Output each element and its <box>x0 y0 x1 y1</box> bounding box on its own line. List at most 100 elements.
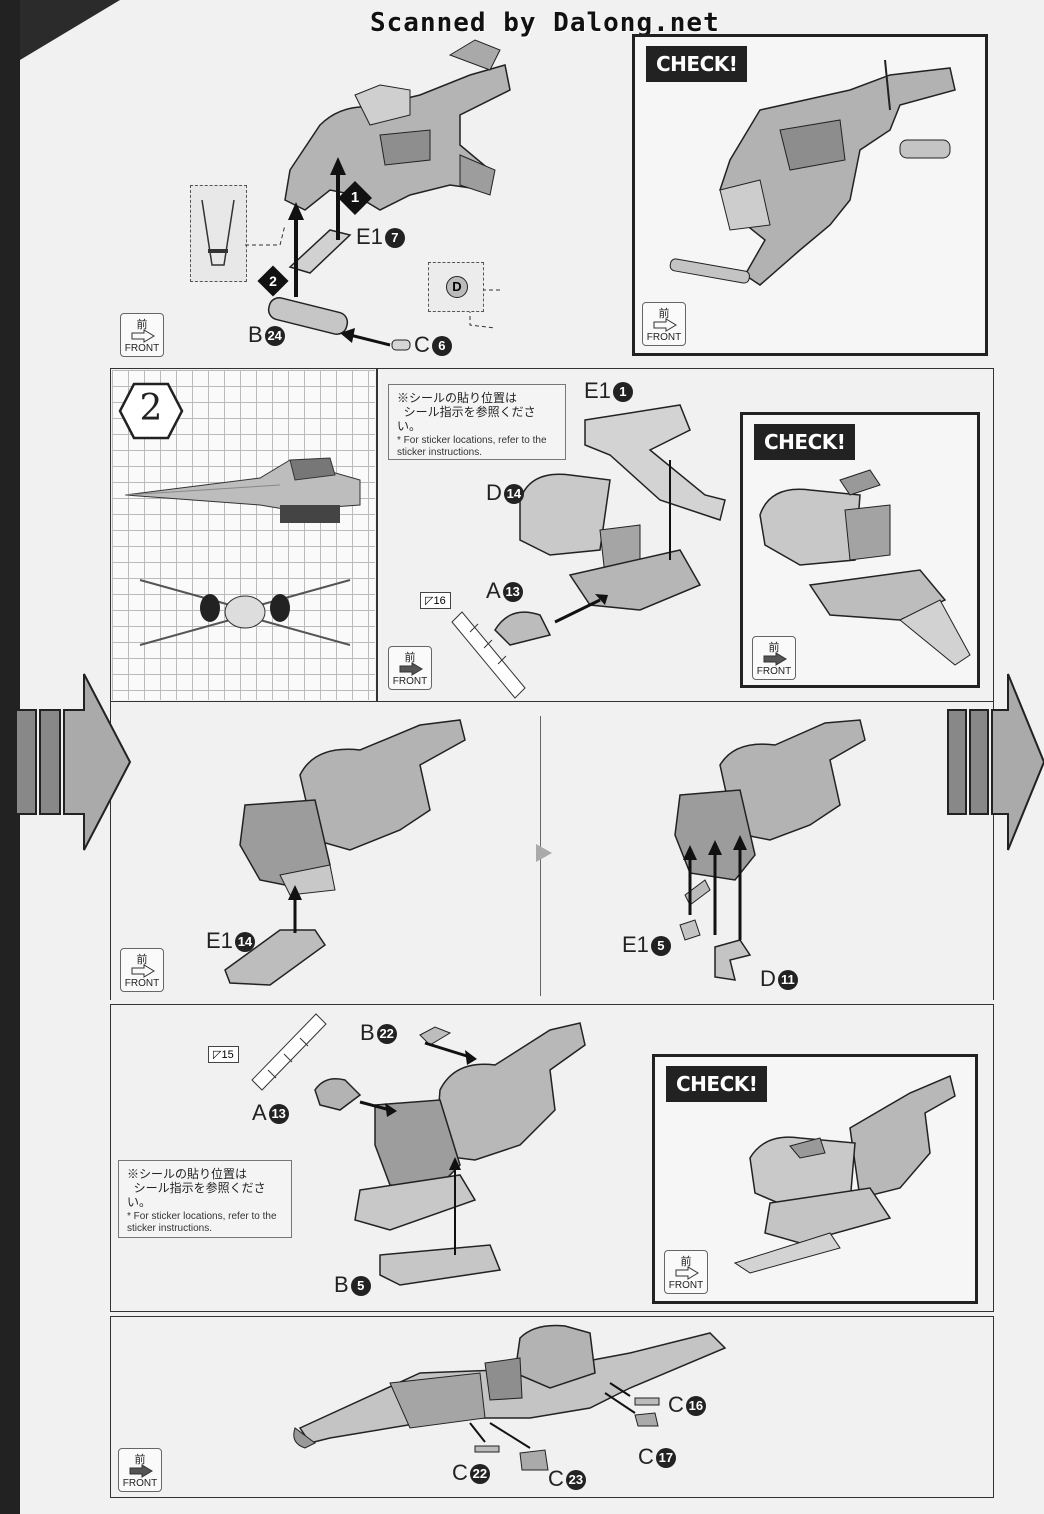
front-kanji: 前 <box>134 1454 146 1466</box>
front-kanji: 前 <box>404 652 416 664</box>
step-1-assembly <box>245 39 511 351</box>
step-2-divider <box>376 368 378 702</box>
part-number: 24 <box>264 326 285 347</box>
front-kanji: 前 <box>768 642 780 654</box>
note-jp-line1: ※シールの貼り位置は <box>397 391 518 405</box>
front-direction-icon: 前 FRONT <box>752 636 796 680</box>
continue-arrow-right-icon <box>947 673 1044 851</box>
part-letter: E1 <box>356 224 383 249</box>
part-number: 11 <box>777 970 798 991</box>
order-mark-1-label: 1 <box>350 189 360 206</box>
part-number: 22 <box>376 1024 397 1045</box>
front-label: FRONT <box>124 978 160 989</box>
check-2-drawing <box>759 469 971 666</box>
check-badge-2: CHECK! <box>754 424 856 460</box>
part-number: 13 <box>268 1104 289 1125</box>
part-number: 17 <box>655 1448 676 1469</box>
step-number: 2 <box>139 388 163 429</box>
sticker-strip <box>251 1013 327 1091</box>
sticker-number: 16 <box>433 595 446 607</box>
part-letter: C <box>638 1444 654 1469</box>
sticker-icon: ◸ <box>213 1049 222 1061</box>
part-letter: E1 <box>622 932 649 957</box>
check-badge-3: CHECK! <box>666 1066 768 1102</box>
note-en: * For sticker locations, refer to the st… <box>397 435 547 458</box>
part-number: 5 <box>650 936 671 957</box>
part-letter: B <box>248 322 263 347</box>
front-label: FRONT <box>646 332 682 343</box>
step-5-assembly <box>293 1324 727 1471</box>
front-direction-icon: 前 FRONT <box>642 302 686 346</box>
front-label: FRONT <box>756 666 792 677</box>
front-kanji: 前 <box>136 954 148 966</box>
sticker-tag-15: ◸15 <box>208 1046 239 1063</box>
part-number: 22 <box>469 1464 490 1485</box>
part-number: 23 <box>565 1470 586 1491</box>
step-3-panel <box>110 702 994 1000</box>
front-label: FRONT <box>124 343 160 354</box>
part-letter: B <box>334 1272 349 1297</box>
part-number: 13 <box>502 582 523 603</box>
note-jp-line1: ※シールの貼り位置は <box>127 1167 248 1181</box>
sticker-tag-16: ◸16 <box>420 592 451 609</box>
step-2-panel <box>110 368 994 702</box>
detail-inset-left <box>190 185 247 282</box>
part-number: 16 <box>685 1396 706 1417</box>
part-number: 5 <box>350 1276 371 1297</box>
check-3-drawing <box>733 1074 956 1274</box>
part-letter: C <box>414 332 430 357</box>
front-direction-icon: 前 FRONT <box>664 1250 708 1294</box>
step-2-assembly <box>494 404 726 646</box>
note-en: * For sticker locations, refer to the st… <box>127 1211 277 1234</box>
part-letter: E1 <box>206 928 233 953</box>
note-jp-line2: シール指示を参照ください。 <box>397 405 536 433</box>
part-letter: D <box>760 966 776 991</box>
detail-circle: D <box>446 276 468 298</box>
detail-inset-drawing <box>201 199 235 266</box>
part-number: 14 <box>503 484 524 505</box>
order-mark-2-label: 2 <box>269 273 277 289</box>
continue-arrow-left-icon <box>15 673 132 851</box>
scan-edge <box>0 0 20 1514</box>
part-letter: C <box>452 1460 468 1485</box>
note-jp-line2: シール指示を参照ください。 <box>127 1181 266 1209</box>
front-label: FRONT <box>122 1478 158 1489</box>
part-number: 14 <box>234 932 255 953</box>
sticker-note: ※シールの貼り位置は シール指示を参照ください。 * For sticker l… <box>118 1160 292 1238</box>
step-3-left-assembly <box>224 719 466 986</box>
part-letter: C <box>548 1466 564 1491</box>
part-number: 6 <box>431 336 452 357</box>
front-direction-icon: 前 FRONT <box>120 313 164 357</box>
sticker-strip <box>451 611 526 699</box>
part-letter: C <box>668 1392 684 1417</box>
step-4-assembly <box>314 1022 586 1286</box>
front-direction-icon: 前 FRONT <box>388 646 432 690</box>
part-letter: E1 <box>584 378 611 403</box>
sticker-number: 15 <box>221 1049 234 1061</box>
part-letter: B <box>360 1020 375 1045</box>
step-4-panel <box>110 1004 994 1312</box>
reference-ship-front-view <box>139 579 351 646</box>
step-number-hexagon <box>118 382 184 440</box>
step-3-right-assembly <box>674 719 866 981</box>
front-kanji: 前 <box>658 308 670 320</box>
front-direction-icon: 前 FRONT <box>120 948 164 992</box>
part-number: 7 <box>384 228 405 249</box>
front-kanji: 前 <box>136 319 148 331</box>
front-label: FRONT <box>392 676 428 687</box>
part-number: 1 <box>612 382 633 403</box>
part-letter: A <box>486 578 501 603</box>
